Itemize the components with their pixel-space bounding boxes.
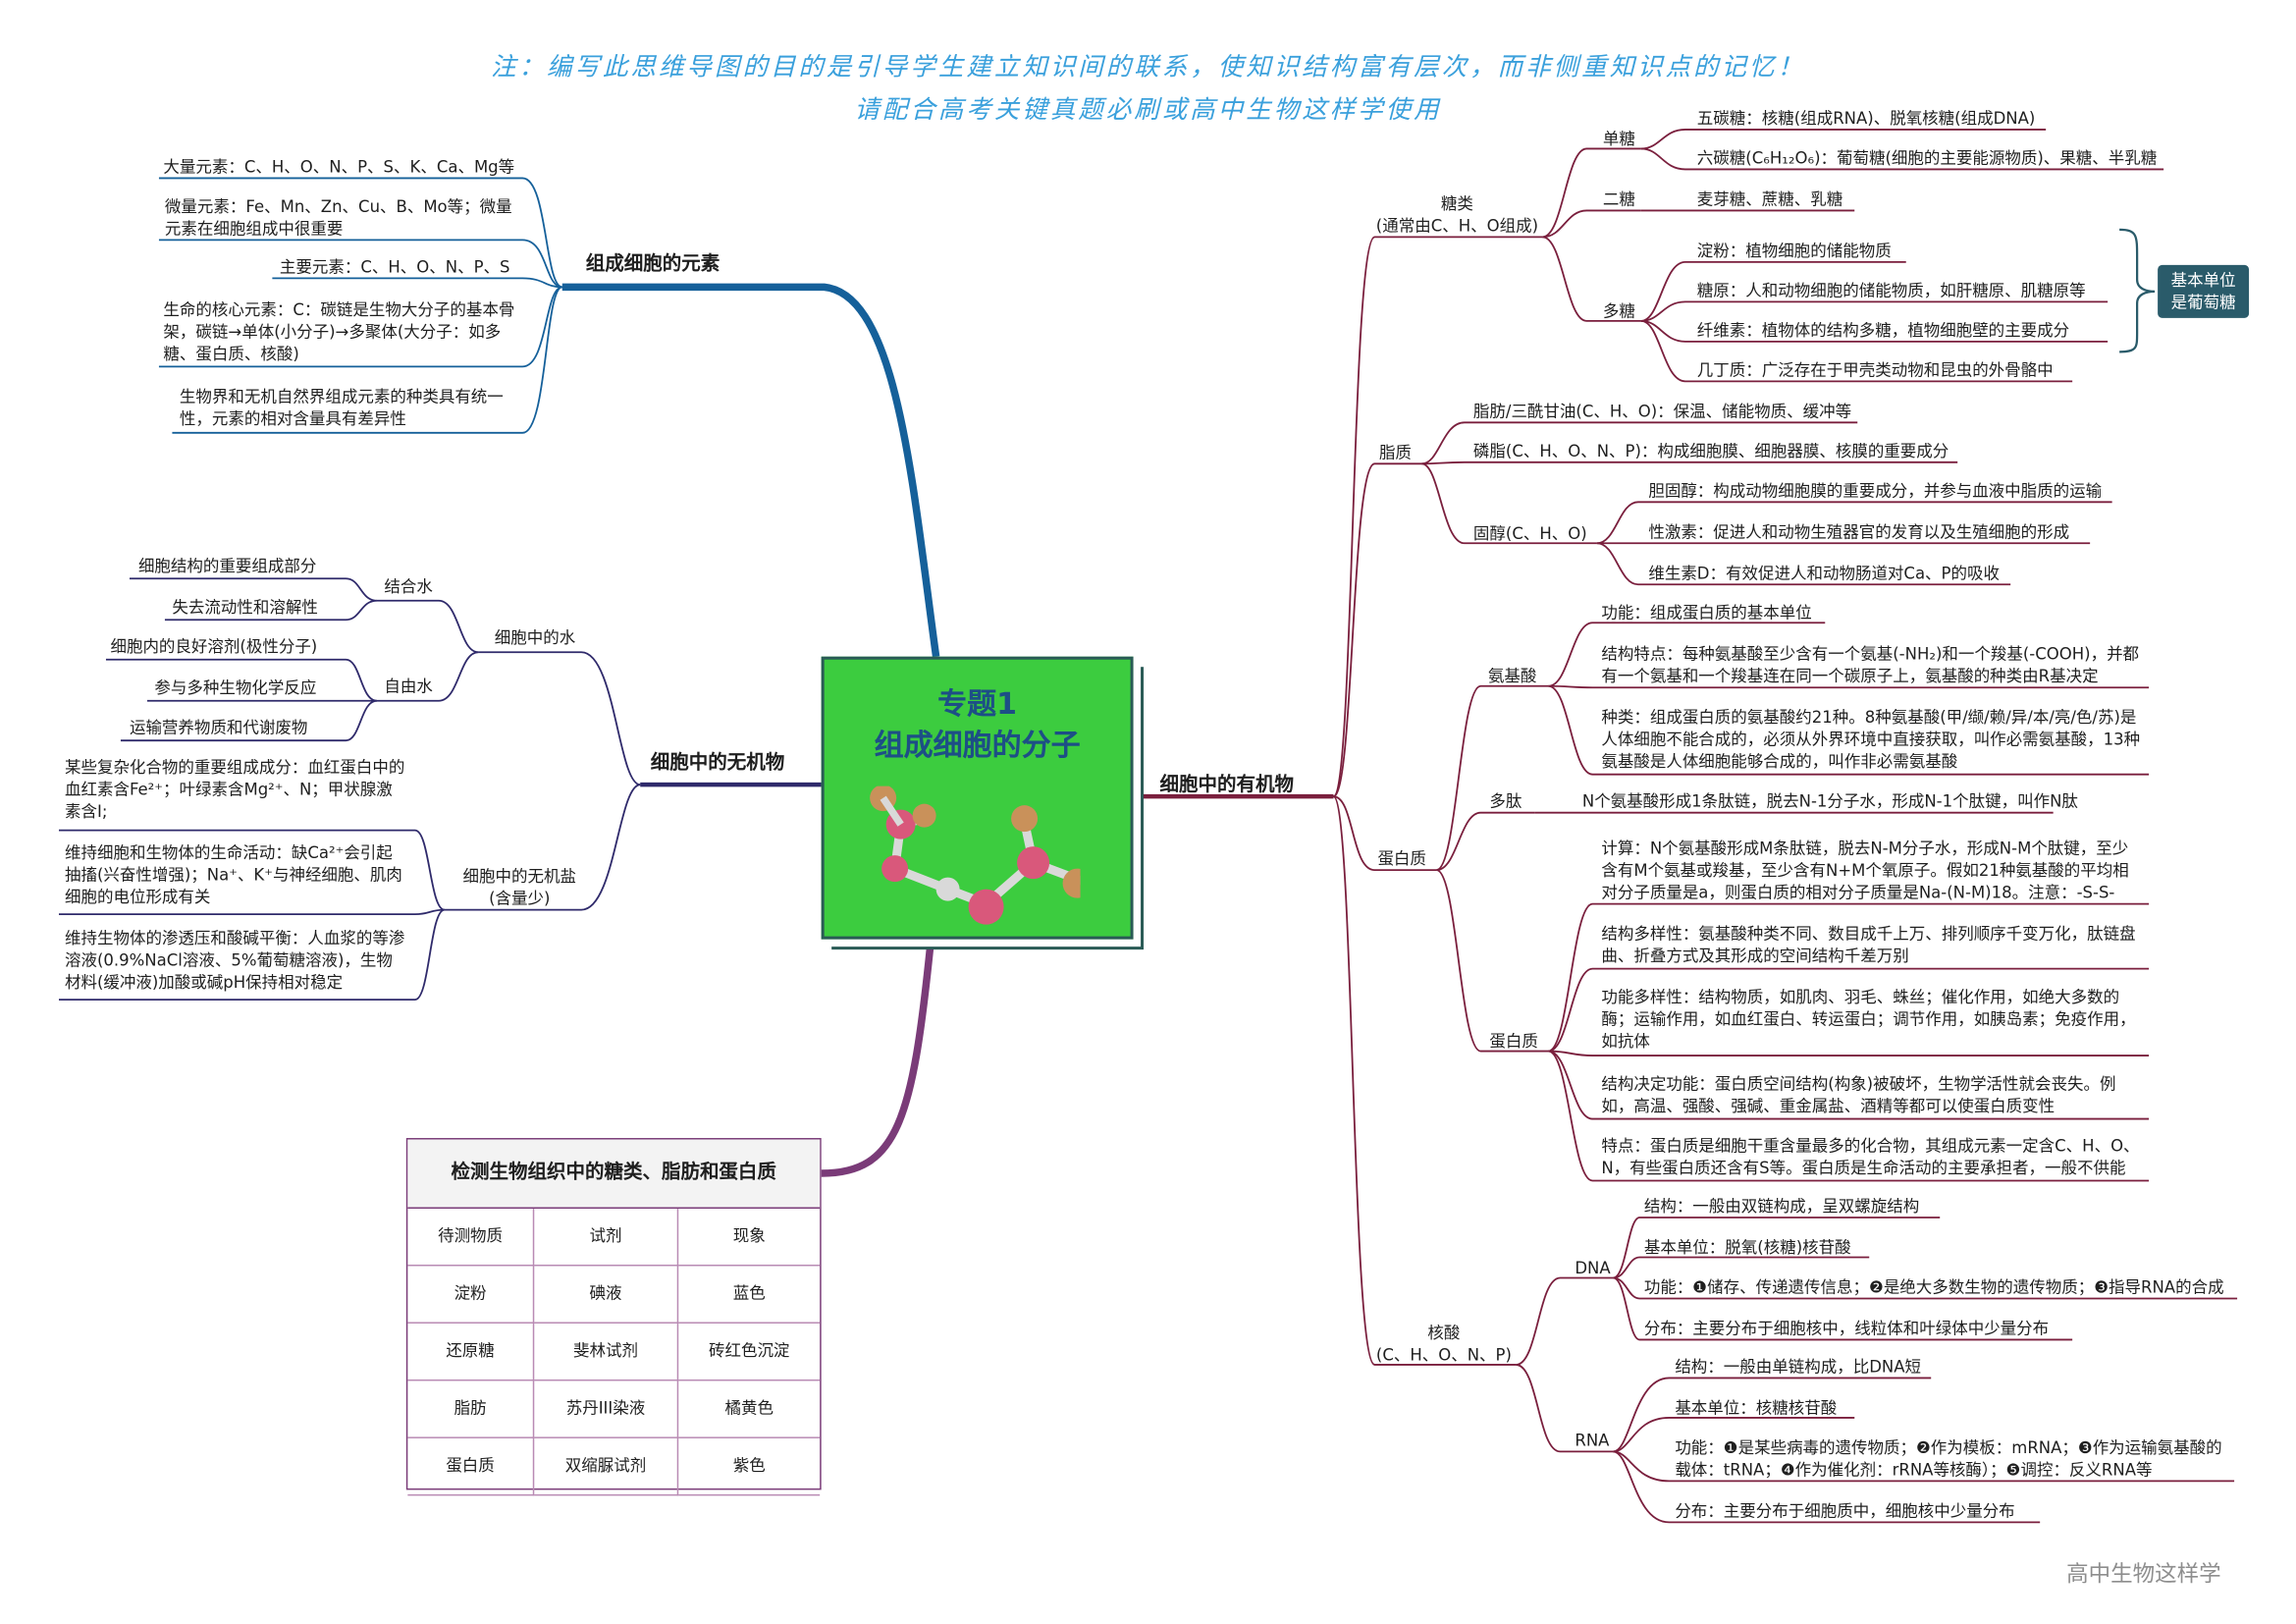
molecule-icon [870,785,1081,925]
table-cell: 砖红色沉淀 [678,1324,821,1381]
free-water-item: 细胞内的良好溶剂(极性分子) [110,637,318,657]
poly-sugar-item: 几丁质：广泛存在于甲壳类动物和昆虫的外骨骼中 [1696,360,2054,380]
sterol-label[interactable]: 固醇(C、H、O) [1472,523,1587,544]
poly-sugar-item: 纤维素：植物体的结构多糖，植物细胞壁的主要成分 [1696,320,2070,341]
element-item: 大量元素：C、H、O、N、P、S、K、Ca、Mg等 [163,157,515,177]
amino-acid-item: 种类：组成蛋白质的氨基酸约21种。8种氨基酸(甲/缬/赖/异/本/亮/色/苏)是… [1601,708,2141,772]
water-label[interactable]: 细胞中的水 [494,628,576,648]
glucose-unit-badge: 基本单位 是葡萄糖 [2158,264,2250,318]
branch-organic-title[interactable]: 细胞中的有机物 [1159,774,1294,797]
sterol-item: 维生素D：有效促进人和动物肠道对Ca、P的吸收 [1648,564,2000,583]
lipid-label[interactable]: 脂质 [1378,443,1412,462]
table-cell: 苏丹III染液 [534,1380,679,1438]
nucleic-acid-label[interactable]: 核酸 (C、H、O、N、P) [1375,1323,1512,1365]
rna-label[interactable]: RNA [1575,1431,1610,1450]
watermark-footer: 高中生物这样学 [2066,1560,2221,1588]
free-water-item: 参与多种生物化学反应 [154,678,317,698]
branch-inorganic-title[interactable]: 细胞中的无机物 [650,752,785,775]
amino-acid-label[interactable]: 氨基酸 [1487,667,1537,686]
protein-item: 功能多样性：结构物质，如肌肉、羽毛、蛛丝；催化作用，如绝大多数的酶；运输作用，如… [1601,988,2136,1052]
protein-label[interactable]: 蛋白质 [1377,849,1426,869]
salt-item: 某些复杂化合物的重要组成成分：血红蛋白中的血红素含Fe²⁺；叶绿素含Mg²⁺、N… [64,758,405,822]
dna-item: 基本单位：脱氧(核糖)核苷酸 [1643,1237,1851,1258]
table-cell: 淀粉 [407,1266,535,1324]
poly-sugar-label[interactable]: 多糖 [1602,301,1635,321]
amino-acid-item: 结构特点：每种氨基酸至少含有一个氨基(-NH₂)和一个羧基(-COOH)，并都有… [1601,644,2140,686]
table-cell: 蓝色 [678,1266,821,1324]
sterol-item: 胆固醇：构成动物细胞膜的重要成分，并参与血液中脂质的运输 [1648,481,2103,501]
table-cell: 双缩脲试剂 [534,1437,679,1496]
note-line-1: 注：编写此思维导图的目的是引导学生建立知识间的联系，使知识结构富有层次，而非侧重… [491,52,1806,82]
element-item: 主要元素：C、H、O、N、P、S [279,257,510,277]
poly-sugar-item: 糖原：人和动物细胞的储能物质，如肝糖原、肌糖原等 [1696,281,2086,300]
di-sugar-label[interactable]: 二糖 [1602,189,1635,209]
detection-table: 检测生物组织中的糖类、脂肪和蛋白质 待测物质 试剂 现象 淀粉 碘液 蓝色 还原… [405,1138,822,1496]
table-cell: 紫色 [678,1438,821,1496]
protein-item: 计算：N个氨基酸形成M条肽链，脱去N-M分子水，形成N-M个肽键，至少含有M个氨… [1601,839,2129,903]
salt-item: 维持细胞和生物体的生命活动：缺Ca²⁺会引起抽搐(兴奋性增强)；Na⁺、K⁺与神… [64,843,402,907]
salt-label[interactable]: 细胞中的无机盐 (含量少) [462,867,577,909]
rna-item: 基本单位：核糖核苷酸 [1675,1398,1838,1418]
dna-item: 分布：主要分布于细胞核中，线粒体和叶绿体中少量分布 [1643,1319,2050,1338]
table-cell: 斐林试剂 [534,1323,679,1381]
sterol-item: 性激素：促进人和动物生殖器官的发育以及生殖细胞的形成 [1648,522,2070,542]
detection-table-title: 检测生物组织中的糖类、脂肪和蛋白质 [407,1139,821,1210]
bound-water-item: 失去流动性和溶解性 [172,597,318,618]
table-cell: 脂肪 [407,1380,535,1438]
amino-acid-item: 功能：组成蛋白质的基本单位 [1601,603,1812,623]
branch-elements-title[interactable]: 组成细胞的元素 [585,252,721,276]
mono-sugar-label[interactable]: 单糖 [1602,129,1635,149]
free-water-label[interactable]: 自由水 [384,677,433,697]
table-cell: 碘液 [534,1266,679,1324]
bound-water-item: 细胞结构的重要组成部分 [137,556,317,576]
protein-sub-label[interactable]: 蛋白质 [1489,1032,1538,1052]
rna-item: 分布：主要分布于细胞质中，细胞核中少量分布 [1675,1501,2015,1521]
table-cell: 橘黄色 [678,1380,821,1438]
rna-item: 功能：❶是某些病毒的遗传物质；❷作为模板：mRNA；❸作为运输氨基酸的载体：tR… [1675,1437,2222,1480]
salt-item: 维持生物体的渗透压和酸碱平衡：人血浆的等渗溶液(0.9%NaCl溶液、5%葡萄糖… [64,929,405,993]
element-item: 生物界和无机自然界组成元素的种类具有统一性，元素的相对含量具有差异性 [179,387,504,429]
table-cell: 蛋白质 [407,1437,535,1496]
protein-item: 结构多样性：氨基酸种类不同、数目成千上万、排列顺序千变万化，肽链盘曲、折叠方式及… [1601,924,2136,966]
di-sugar-item: 麦芽糖、蔗糖、乳糖 [1696,189,1843,209]
dna-label[interactable]: DNA [1575,1258,1611,1278]
protein-item: 特点：蛋白质是细胞干重含量最多的化合物，其组成元素一定含C、H、O、N，有些蛋白… [1601,1136,2140,1178]
free-water-item: 运输营养物质和代谢废物 [129,718,308,738]
center-title: 专题1 组成细胞的分子 [874,685,1081,763]
table-header: 试剂 [534,1209,679,1267]
bound-water-label[interactable]: 结合水 [384,576,433,597]
dna-item: 结构：一般由双链构成，呈双螺旋结构 [1643,1197,1920,1217]
dna-item: 功能：❶储存、传递遗传信息；❷是绝大多数生物的遗传物质；❸指导RNA的合成 [1643,1277,2224,1297]
peptide-item: N个氨基酸形成1条肽链，脱去N-1分子水，形成N-1个肽键，叫作N肽 [1581,791,2078,812]
poly-sugar-item: 淀粉：植物细胞的储能物质 [1696,241,1892,261]
note-line-2: 请配合高考关键真题必刷或高中生物这样学使用 [854,95,1442,126]
mono-sugar-item: 五碳糖：核糖(组成RNA)、脱氧核糖(组成DNA) [1696,108,2036,129]
lipid-item: 磷脂(C、H、O、N、P)：构成细胞膜、细胞器膜、核膜的重要成分 [1472,441,1949,461]
element-item: 微量元素：Fe、Mn、Zn、Cu、B、Mo等；微量元素在细胞组成中很重要 [164,196,512,239]
peptide-label[interactable]: 多肽 [1489,791,1522,812]
table-header: 待测物质 [407,1209,535,1267]
lipid-item: 脂肪/三酰甘油(C、H、O)：保温、储能物质、缓冲等 [1472,402,1852,421]
rna-item: 结构：一般由单链构成，比DNA短 [1675,1357,1922,1377]
protein-item: 结构决定功能：蛋白质空间结构(构象)被破坏，生物学活性就会丧失。例如，高温、强酸… [1601,1074,2116,1116]
mono-sugar-item: 六碳糖(C₆H₁₂O₆)：葡萄糖(细胞的主要能源物质)、果糖、半乳糖 [1696,148,2158,168]
sugar-label[interactable]: 糖类 (通常由C、H、O组成) [1375,193,1539,236]
table-header: 现象 [678,1209,821,1267]
table-cell: 还原糖 [407,1323,535,1381]
element-item: 生命的核心元素：C：碳链是生物大分子的基本骨架，碳链→单体(小分子)→多聚体(大… [163,299,515,364]
center-topic-card[interactable]: 专题1 组成细胞的分子 [821,656,1134,940]
